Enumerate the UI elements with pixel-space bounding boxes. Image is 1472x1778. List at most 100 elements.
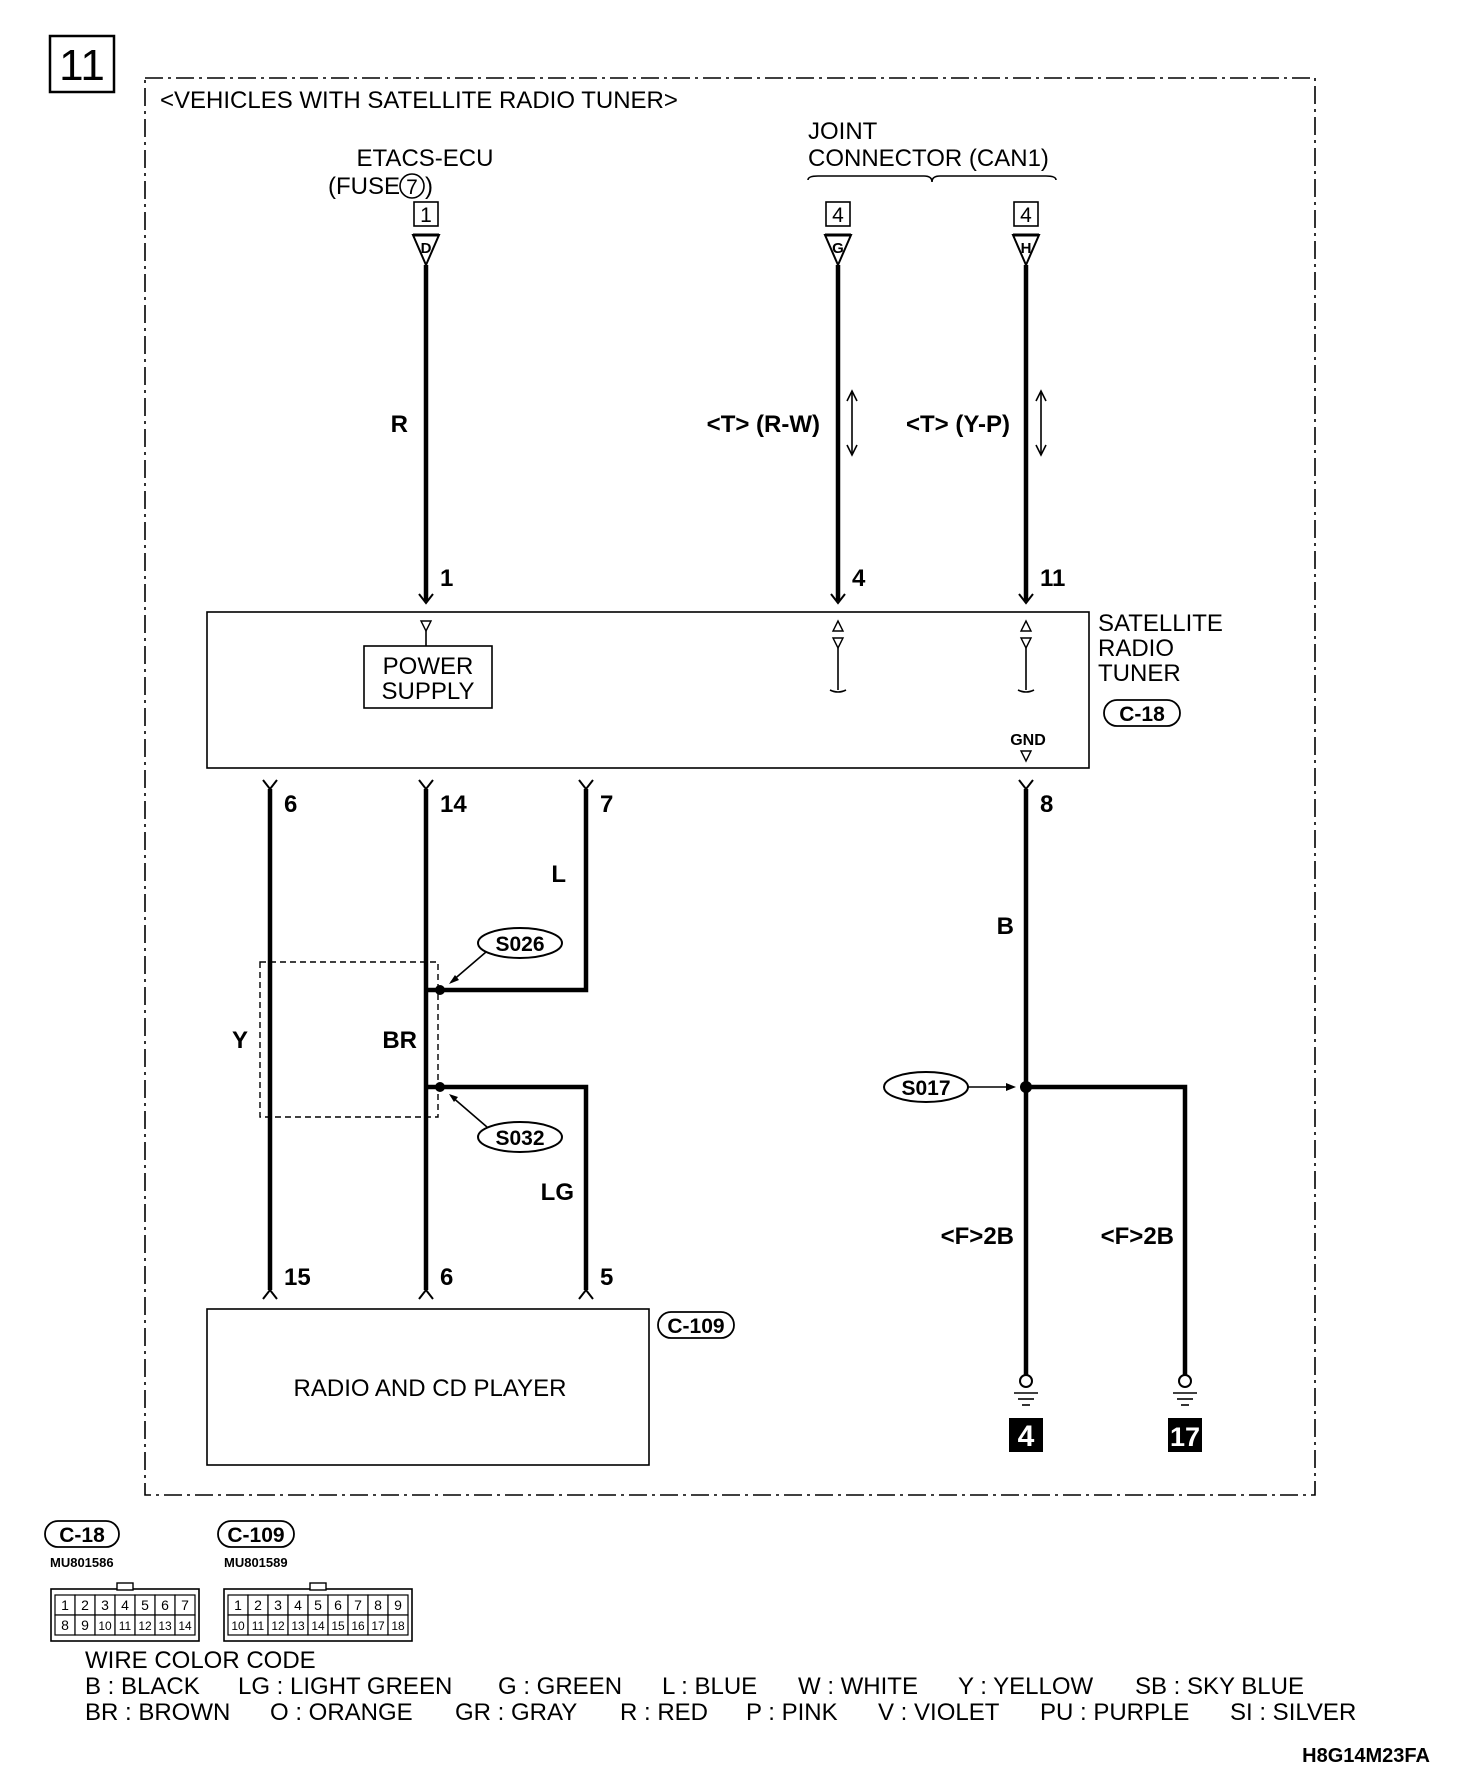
legend-item: PU : PURPLE <box>1040 1699 1189 1726</box>
connector-pin-number: 7 <box>181 1597 189 1613</box>
connector-pin-number: 6 <box>334 1597 342 1613</box>
connector-pin-number: 10 <box>98 1619 112 1633</box>
legend-item: BR : BROWN <box>85 1699 230 1726</box>
etacs-connector-number: 1 <box>420 204 432 227</box>
joint-h-letter: H <box>1021 240 1032 257</box>
legend-item: W : WHITE <box>798 1673 918 1700</box>
wire-y-label: Y <box>232 1027 248 1054</box>
connector-pin-number: 3 <box>101 1597 109 1613</box>
tuner-name-3: TUNER <box>1098 660 1181 687</box>
connector-pin-number: 13 <box>291 1619 305 1633</box>
splice-dot-s026 <box>435 985 445 995</box>
tuner-bottom-terminals <box>262 779 1034 791</box>
can-g-bidirectional-arrow <box>846 389 858 457</box>
tuner-top-terminals <box>418 593 1034 605</box>
c109-part-number: MU801589 <box>224 1555 288 1570</box>
connector-pin-number: 8 <box>374 1597 382 1613</box>
legend-item: R : RED <box>620 1699 708 1726</box>
legend-item: L : BLUE <box>662 1673 757 1700</box>
ground-point-right-box <box>1168 1418 1202 1452</box>
connector-pin-cell <box>387 1614 409 1636</box>
connector-pin-number: 9 <box>81 1617 89 1633</box>
joint-g-number: 4 <box>832 204 844 227</box>
tuner-name-1: SATELLITE <box>1098 610 1223 637</box>
radio-cd-player-box <box>206 1308 650 1466</box>
radio-pin-5: 5 <box>600 1264 613 1291</box>
radio-connector-badge <box>657 1311 735 1339</box>
ground-right-label: <F>2B <box>1101 1223 1174 1250</box>
splice-s032: S032 <box>449 1094 563 1153</box>
connector-pin-number: 7 <box>354 1597 362 1613</box>
wire-r-label: R <box>391 411 408 438</box>
legend-item: SB : SKY BLUE <box>1135 1673 1304 1700</box>
power-supply-label-2: SUPPLY <box>382 678 475 705</box>
c109-view-id: C-109 <box>227 1524 284 1547</box>
connector-pin-number: 12 <box>138 1619 152 1633</box>
wire-b-label: B <box>997 913 1014 940</box>
radio-connector-id: C-109 <box>667 1315 724 1338</box>
radio-pin-6: 6 <box>440 1264 453 1291</box>
legend-item: V : VIOLET <box>878 1699 1000 1726</box>
joint-g-letter: G <box>832 240 844 257</box>
wire-l <box>440 789 589 993</box>
connector-pin-number: 14 <box>311 1619 325 1633</box>
fuse-prefix: (FUSE <box>328 173 400 200</box>
connector-pin-number: 5 <box>141 1597 149 1613</box>
can-h-bidirectional-arrow <box>1035 389 1047 457</box>
satellite-radio-tuner-box <box>206 611 1090 769</box>
ground-symbol-right <box>1173 1374 1197 1406</box>
legend-item: Y : YELLOW <box>958 1673 1094 1700</box>
shielded-area-outline <box>259 961 439 1118</box>
can-g-internal-io <box>829 619 847 693</box>
tuner-pin-7: 7 <box>600 791 613 818</box>
splice-s017: S017 <box>883 1071 1016 1103</box>
tuner-pin-6: 6 <box>284 791 297 818</box>
figure-code: H8G14M23FA <box>1302 1745 1430 1767</box>
page-number-box <box>48 34 116 94</box>
gnd-output-marker <box>1019 750 1033 763</box>
connector-pin-cell <box>174 1614 196 1636</box>
legend-title: WIRE COLOR CODE <box>85 1647 316 1674</box>
ground-point-right: 17 <box>1170 1422 1200 1452</box>
fuse-number-circle <box>399 173 425 199</box>
tuner-pin-1: 1 <box>440 565 453 592</box>
splice-s017-label: S017 <box>901 1077 950 1100</box>
wire-can-h-label: <T> (Y-P) <box>906 411 1010 438</box>
connector-pin-number: 1 <box>234 1597 242 1613</box>
legend-item: O : ORANGE <box>270 1699 413 1726</box>
ground-left-label: <F>2B <box>941 1223 1014 1250</box>
joint-connector-title-1: JOINT <box>808 118 878 145</box>
wire-lg <box>440 1084 589 1290</box>
legend-item: B : BLACK <box>85 1673 200 1700</box>
power-input-marker <box>419 620 433 633</box>
ground-point-left-box <box>1009 1418 1043 1452</box>
joint-h-number: 4 <box>1020 204 1032 227</box>
splice-dot-s032 <box>435 1082 445 1092</box>
c18-view-badge <box>44 1520 120 1548</box>
joint-connector-g: 4 G <box>823 201 853 268</box>
radio-top-terminals <box>262 1288 594 1300</box>
connector-pin-number: 13 <box>158 1619 172 1633</box>
wire-l-label: L <box>551 861 566 888</box>
connector-pin-number: 4 <box>294 1597 302 1613</box>
c109-view-badge <box>217 1520 295 1548</box>
joint-connector-h: 4 H <box>1011 201 1041 268</box>
ground-point-left: 4 <box>1018 1420 1035 1453</box>
power-supply-label-1: POWER <box>383 653 474 680</box>
variant-title: <VEHICLES WITH SATELLITE RADIO TUNER> <box>160 87 678 114</box>
legend-row-2: BR : BROWN O : ORANGE GR : GRAY R : RED … <box>85 1699 1356 1726</box>
etacs-connector: 1 D <box>411 201 441 268</box>
tuner-connector-badge <box>1103 699 1181 727</box>
connector-pin-number: 5 <box>314 1597 322 1613</box>
connector-pin-number: 10 <box>231 1619 245 1633</box>
legend-row-1: B : BLACK LG : LIGHT GREEN G : GREEN L :… <box>85 1673 1304 1700</box>
joint-connector-title-2: CONNECTOR (CAN1) <box>808 145 1049 172</box>
splice-dot-s017 <box>1020 1081 1032 1093</box>
connector-pin-number: 9 <box>394 1597 402 1613</box>
connector-pin-number: 2 <box>254 1597 262 1613</box>
legend-item: GR : GRAY <box>455 1699 577 1726</box>
connector-pin-number: 3 <box>274 1597 282 1613</box>
